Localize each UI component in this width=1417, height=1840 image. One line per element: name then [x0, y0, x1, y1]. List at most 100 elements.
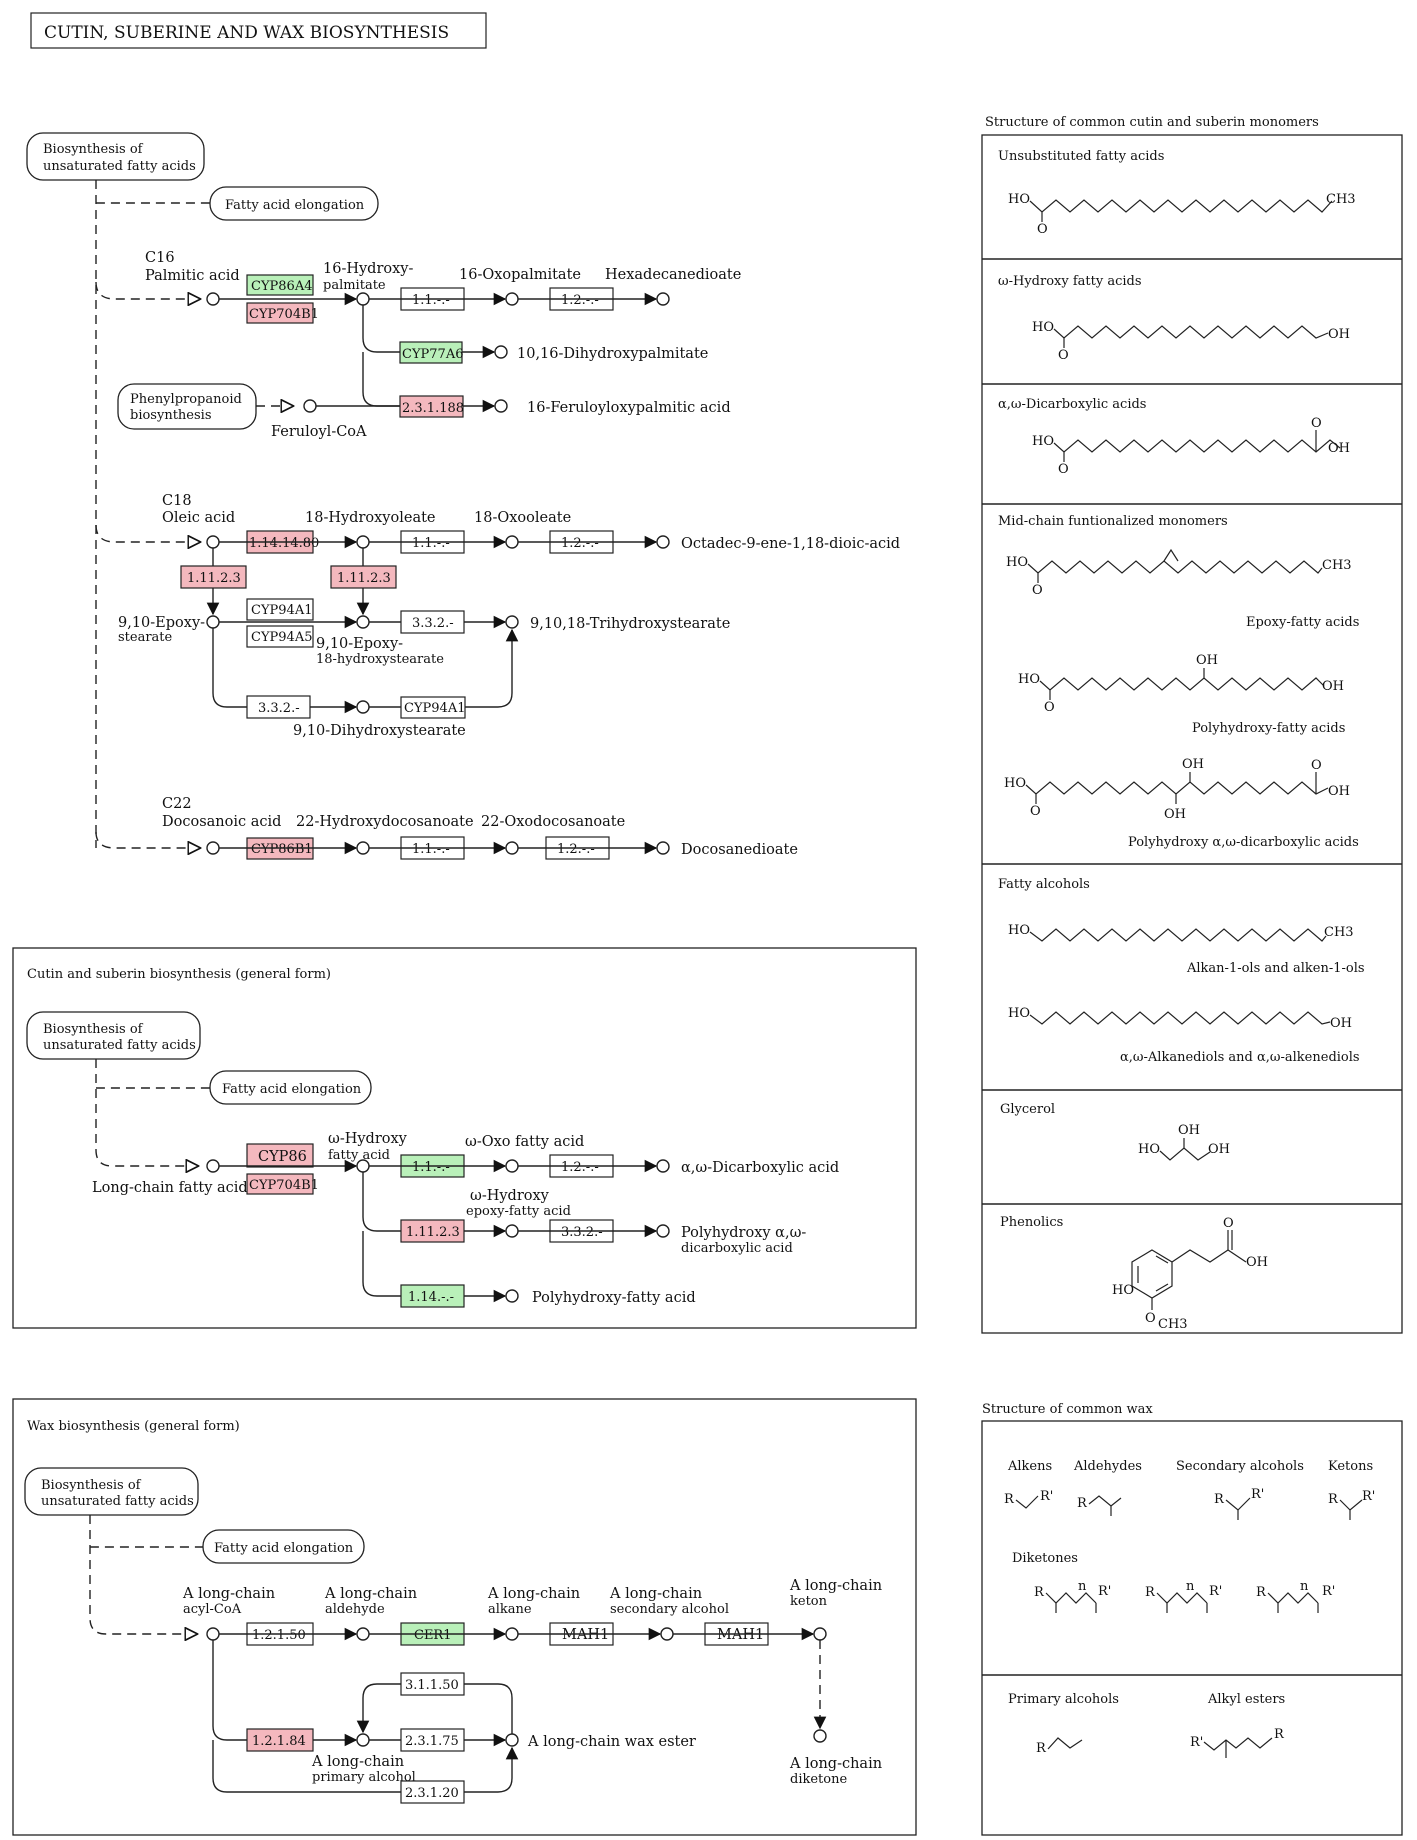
enzyme-11123-gen[interactable]: 1.11.2.3	[400, 1219, 465, 1243]
dicarboxylic-label: α,ω-Dicarboxylic acid	[681, 1160, 839, 1176]
glycerol-oh-top: OH	[1178, 1123, 1200, 1138]
diketone-struct-1: R n R'	[1034, 1579, 1111, 1613]
16-hydroxypalmitate-node[interactable]	[356, 292, 370, 306]
dihydroxystearate-node[interactable]	[356, 700, 370, 714]
svg-text:R': R'	[1209, 1584, 1222, 1599]
enzyme-cyp86[interactable]: CYP86	[246, 1143, 314, 1168]
enzyme-23188[interactable]: 2.3.1.188	[399, 395, 464, 418]
polydicarb-label-2: dicarboxylic acid	[681, 1241, 793, 1256]
diketones-label: Diketones	[1012, 1551, 1078, 1566]
hexadecanedioate-node[interactable]	[656, 292, 670, 306]
link-unsat-fatty-acids-top[interactable]: Biosynthesis of unsaturated fatty acids	[26, 132, 205, 181]
svg-text:1.2.1.84: 1.2.1.84	[252, 1734, 306, 1749]
map-title: CUTIN, SUBERINE AND WAX BIOSYNTHESIS	[44, 23, 449, 43]
18-oxooleate-node[interactable]	[505, 535, 519, 549]
svg-text:3.3.2.-: 3.3.2.-	[561, 1225, 603, 1240]
glycerol-oh: OH	[1208, 1142, 1230, 1157]
keton-node[interactable]	[813, 1627, 827, 1641]
svg-text:1.11.2.3: 1.11.2.3	[187, 571, 241, 586]
epoxyhydroxy-label-1: 9,10-Epoxy-	[316, 636, 403, 652]
link-fatty-acid-elongation-wax[interactable]: Fatty acid elongation	[202, 1529, 365, 1564]
svg-text:MAH1: MAH1	[717, 1627, 764, 1643]
epoxy-ho: HO	[1006, 555, 1028, 570]
dicarb-chain	[1053, 439, 1341, 453]
enzyme-12150[interactable]: 1.2.1.50	[246, 1622, 314, 1646]
link-fatty-acid-elongation-mid[interactable]: Fatty acid elongation	[209, 1070, 372, 1105]
alkanediol-ho: HO	[1008, 1006, 1030, 1021]
svg-text:CYP94A5: CYP94A5	[251, 630, 312, 645]
hexadecanedioate-label: Hexadecanedioate	[605, 267, 741, 283]
secalc-node[interactable]	[660, 1627, 674, 1641]
svg-text:CYP86B1: CYP86B1	[251, 842, 313, 857]
palmitic-acid-label: Palmitic acid	[145, 268, 240, 284]
oleic-acid-node[interactable]	[206, 535, 220, 549]
enzyme-cyp94a5[interactable]: CYP94A5	[246, 625, 314, 648]
link-unsat-fatty-acids-wax[interactable]: Biosynthesis of unsaturated fatty acids	[24, 1467, 199, 1516]
polydicarb-node[interactable]	[656, 1224, 670, 1238]
epoxystearate-node[interactable]	[206, 615, 220, 629]
polydicarb-o2: O	[1311, 758, 1322, 773]
docosanoic-acid-node[interactable]	[206, 841, 220, 855]
woxo-fa-node[interactable]	[505, 1159, 519, 1173]
link-fatty-acid-elongation-top[interactable]: Fatty acid elongation	[209, 186, 379, 221]
alkane-node[interactable]	[505, 1627, 519, 1641]
dicarb-o2: O	[1311, 416, 1322, 431]
enzyme-cyp86a4[interactable]: CYP86A4	[246, 274, 314, 296]
enzyme-12184[interactable]: 1.2.1.84	[246, 1728, 314, 1752]
22-hydroxydocosanoate-node[interactable]	[356, 841, 370, 855]
svg-text:MAH1: MAH1	[562, 1627, 609, 1643]
epoxy-chain	[1027, 560, 1323, 574]
dihydroxypalmitate-node[interactable]	[494, 345, 508, 359]
polyhydroxy-o: O	[1044, 700, 1055, 715]
enzyme-332-b[interactable]: 3.3.2.-	[246, 695, 311, 719]
enzyme-114-gen[interactable]: 1.14.-.-	[400, 1284, 465, 1308]
trihydroxystearate-node[interactable]	[505, 615, 519, 629]
aldehyde-node[interactable]	[356, 1627, 370, 1641]
enzyme-11123-a[interactable]: 1.11.2.3	[180, 565, 247, 589]
docosanedioate-node[interactable]	[656, 841, 670, 855]
diketone-label-2: diketone	[790, 1772, 847, 1787]
epoxyhydroxystearate-node[interactable]	[356, 615, 370, 629]
22-oxodocosanoate-node[interactable]	[505, 841, 519, 855]
link-unsat-fatty-acids-mid[interactable]: Biosynthesis of unsaturated fatty acids	[26, 1011, 201, 1060]
aldehydes-bonds	[1088, 1495, 1122, 1507]
enzyme-cyp704b1-gen[interactable]: CYP704B1	[246, 1173, 319, 1195]
epoxy-ch3: CH3	[1322, 558, 1352, 573]
wax-ester-node[interactable]	[505, 1733, 519, 1747]
octadecene-dioic-node[interactable]	[656, 535, 670, 549]
enzyme-cyp704b1-c16[interactable]: CYP704B1	[246, 302, 319, 324]
diketone-struct-2: R n R'	[1145, 1579, 1222, 1613]
alkane-label-2: alkane	[488, 1602, 532, 1617]
palmitic-acid-node[interactable]	[206, 292, 220, 306]
link-phenylpropanoid[interactable]: Phenylpropanoid biosynthesis	[117, 383, 257, 430]
longchain-fa-node[interactable]	[206, 1159, 220, 1173]
wepoxy-node[interactable]	[505, 1224, 519, 1238]
epoxy-fa-label: Epoxy-fatty acids	[1246, 615, 1359, 630]
enzyme-332-a[interactable]: 3.3.2.-	[400, 610, 465, 634]
enzyme-cyp94a1-a[interactable]: CYP94A1	[246, 598, 314, 621]
feruloyloxypalmitic-node[interactable]	[494, 399, 508, 413]
whydroxy-fa-node[interactable]	[356, 1159, 370, 1173]
acyl-coa-node[interactable]	[206, 1627, 220, 1641]
enzyme-11123-b[interactable]: 1.11.2.3	[330, 565, 397, 589]
18-hydroxyoleate-node[interactable]	[356, 535, 370, 549]
polydicarb-chain	[1025, 781, 1329, 795]
polyhydroxy-fa-node[interactable]	[505, 1289, 519, 1303]
primary-alcohol-node[interactable]	[356, 1733, 370, 1747]
octadecene-dioic-label: Octadec-9-ene-1,18-dioic-acid	[681, 536, 900, 552]
feruloyl-coa-node[interactable]	[303, 399, 317, 413]
enzyme-cyp77a6[interactable]: CYP77A6	[399, 341, 463, 364]
secalc-rp: R'	[1251, 1487, 1264, 1502]
diketone-node[interactable]	[813, 1729, 827, 1743]
enzyme-cyp94a1-b[interactable]: CYP94A1	[400, 696, 466, 719]
enzyme-23120[interactable]: 2.3.1.20	[400, 1780, 465, 1804]
secalc-struct-label: Secondary alcohols	[1176, 1459, 1304, 1474]
svg-text:CYP94A1: CYP94A1	[251, 603, 312, 618]
enzyme-31150[interactable]: 3.1.1.50	[400, 1672, 465, 1696]
svg-text:Fatty acid elongation: Fatty acid elongation	[214, 1541, 354, 1556]
16-oxopalmitate-node[interactable]	[505, 292, 519, 306]
dicarboxylic-node[interactable]	[656, 1159, 670, 1173]
ketons-r: R	[1328, 1492, 1339, 1507]
enzyme-23175[interactable]: 2.3.1.75	[400, 1728, 465, 1752]
